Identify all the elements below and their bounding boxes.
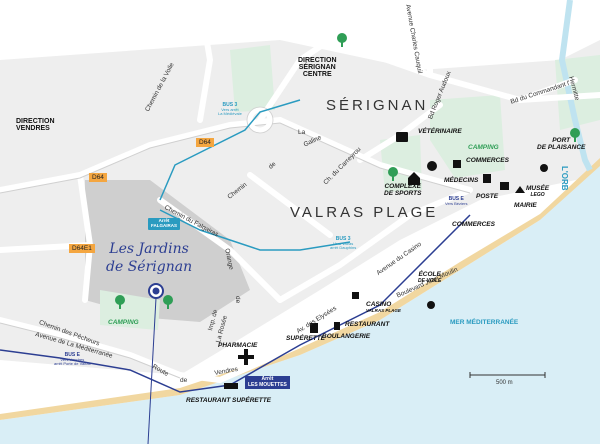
street-la-galine-1: La — [298, 129, 306, 136]
bus-3-line-south — [159, 209, 351, 251]
scale-label: 500 m — [496, 380, 513, 386]
bus-3-line-north — [159, 99, 301, 201]
poi-port: PORT DE PLAISANCE — [537, 137, 586, 151]
river-orb — [558, 0, 593, 172]
sailboat-icon — [427, 301, 435, 309]
river-label: L'ORB — [560, 166, 569, 191]
green-area-2 — [430, 95, 505, 178]
town-valras: VALRAS PLAGE — [290, 204, 439, 221]
stop-les-mouettes: Arrêt LES MOUETTES — [245, 376, 290, 389]
bus-3-label-north: BUS 3 Vers arrêt La Médiévale — [218, 102, 242, 116]
roundabout — [247, 107, 273, 133]
bus-3-label-south: BUS 3 Vers Valras arrêt Dauphins — [330, 236, 357, 250]
poi-musee: MUSÉE LEGO — [526, 185, 550, 198]
poi-camping-left: CAMPING — [108, 319, 139, 326]
port-icon — [540, 164, 548, 172]
poi-commerces-mid: COMMERCES — [452, 221, 495, 228]
street-de: de — [234, 296, 241, 304]
road-outlines — [0, 122, 471, 379]
bus-e-label-east: BUS E Vers Béziers — [445, 196, 468, 206]
pharmacy-icon — [238, 349, 254, 365]
tree-icons — [115, 33, 580, 309]
direction-vendres: DIRECTION VENDRES — [16, 118, 55, 132]
poi-mairie: MAIRIE — [514, 202, 537, 209]
road-badge-d64-west: D64 — [89, 173, 107, 182]
poi-icons — [224, 132, 525, 389]
scale-bar — [469, 372, 546, 378]
poi-complexe-sports: COMPLEXE DE SPORTS — [384, 183, 422, 197]
town-serignan: SÉRIGNAN — [326, 97, 429, 114]
poi-poste: POSTE — [476, 193, 499, 200]
road-badge-d64-east: D64 — [196, 138, 214, 147]
stop-falgairas: Arrêt FALGAIRAS — [148, 218, 181, 230]
bus-e-line — [0, 214, 471, 393]
sea — [0, 160, 600, 444]
site-marker-dot — [152, 287, 160, 295]
bus-e-label-west: BUS E Vers Vendres arrêt Porte de Valras — [54, 352, 91, 366]
green-area-1 — [230, 45, 275, 112]
poi-superette-mid: SUPÉRETTE — [286, 335, 326, 342]
poi-restaurant-bottom: RESTAURANT — [186, 397, 231, 404]
poi-boulangerie: BOULANGERIE — [322, 333, 371, 340]
poi-superette-bottom: SUPÉRETTE — [232, 397, 272, 404]
direction-serignan-centre: DIRECTION SÉRIGNAN CENTRE — [298, 57, 337, 78]
residence-area — [85, 180, 250, 322]
poi-ecole-voile: ÉCOLE DE VOILE — [418, 271, 442, 284]
poi-commerces-top: COMMERCES — [466, 157, 509, 164]
poi-restaurant-mid: RESTAURANT — [345, 321, 390, 328]
site-label: Les Jardins de Sérignan — [106, 241, 193, 275]
site-marker-stem — [147, 297, 157, 444]
roundabout-outline — [246, 106, 274, 134]
poi-veterinaire: VÉTÉRINAIRE — [418, 128, 462, 135]
poi-camping-top: CAMPING — [468, 144, 499, 151]
poi-pharmacie: PHARMACIE — [218, 342, 258, 349]
poi-medecins: MÉDECINS — [444, 177, 479, 184]
poi-casino: CASINO VALRAS PLAGE — [366, 301, 401, 313]
sea-label: MER MÉDITERRANÉE — [450, 319, 519, 326]
road-badge-d64e1: D64E1 — [69, 244, 95, 253]
street-route-de: de — [180, 377, 188, 384]
